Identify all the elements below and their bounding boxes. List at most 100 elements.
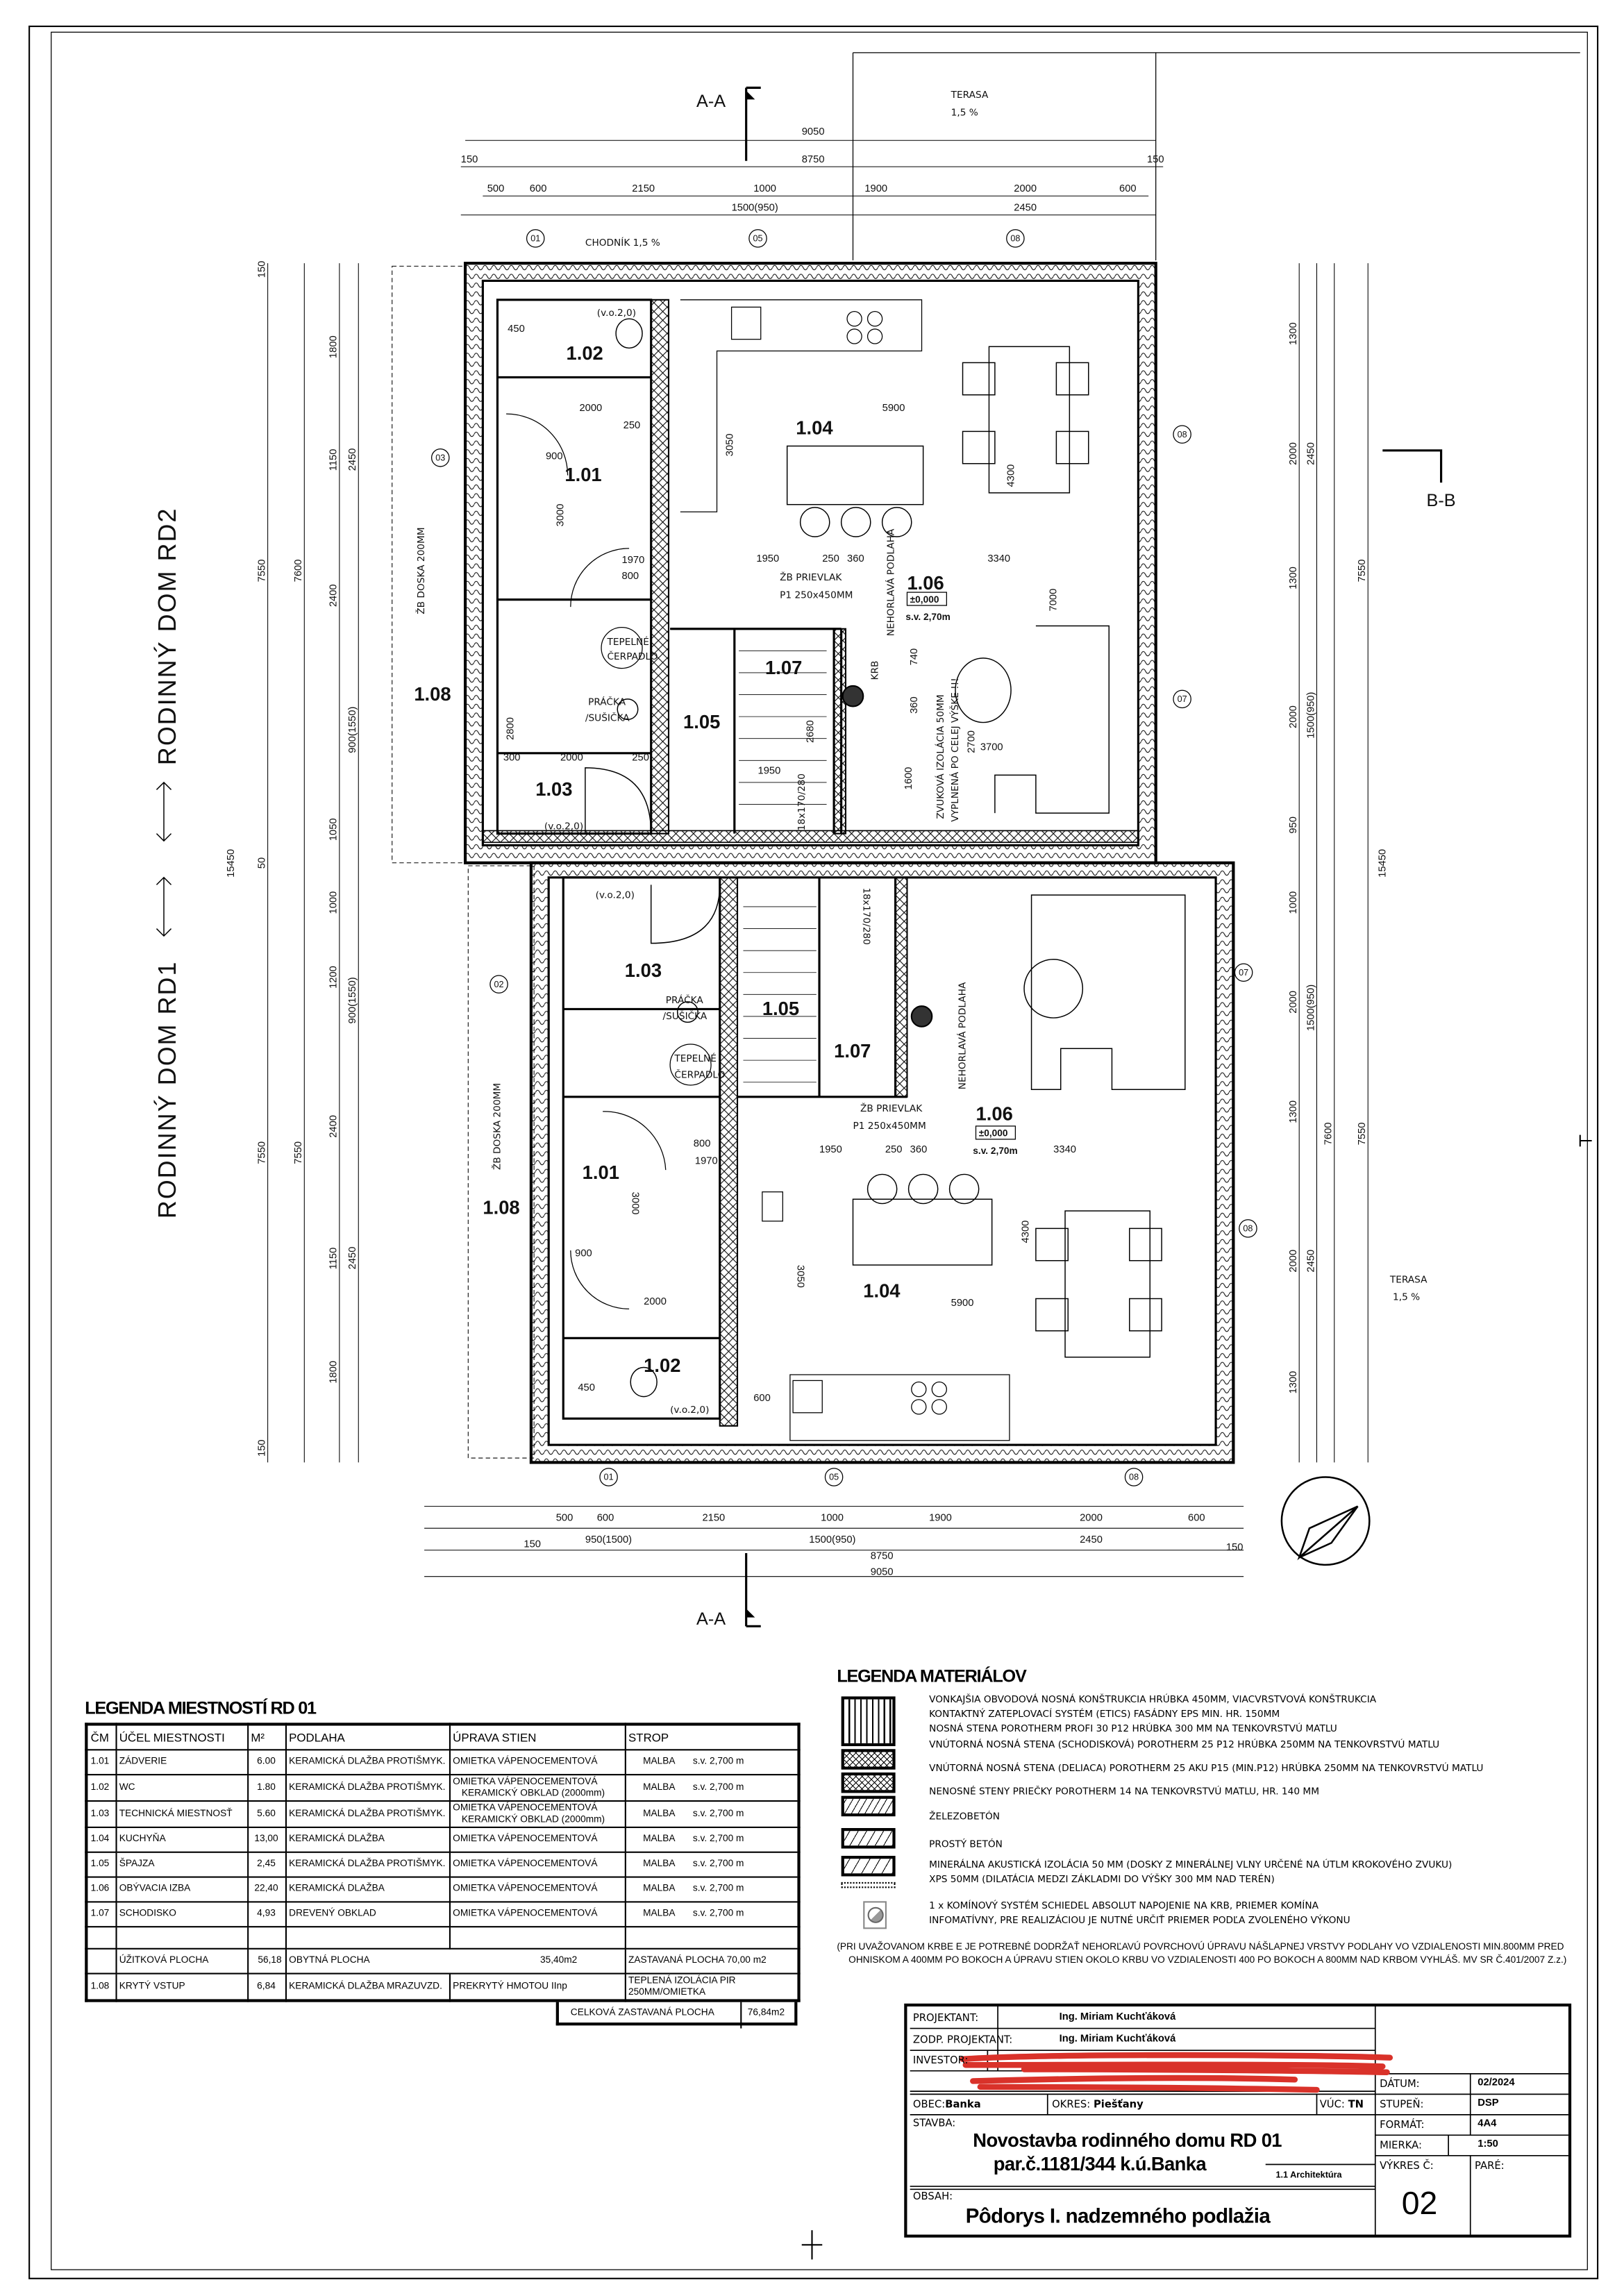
header-cell: STROP [623,1723,800,1751]
terrace-label: TERASA [951,90,989,101]
house-label-rd2: RODINNÝ DOM RD2 [153,507,181,765]
svg-text:NEHORLAVÁ PODLAHA: NEHORLAVÁ PODLAHA [957,982,969,1089]
cell-walls: OMIETKA VÁPENOCEMENTOVÁ [448,1876,626,1903]
svg-text:3340: 3340 [1053,1144,1076,1155]
svg-text:03: 03 [435,453,445,463]
svg-text:1000: 1000 [328,891,340,914]
svg-text:600: 600 [530,183,547,194]
svg-text:±0,000: ±0,000 [910,594,939,605]
svg-text:1000: 1000 [1288,891,1299,914]
svg-text:2000: 2000 [560,752,583,763]
svg-text:±0,000: ±0,000 [979,1128,1008,1139]
house-rd2-walls [392,262,1157,864]
svg-text:ŽB PRIEVLAK: ŽB PRIEVLAK [780,571,842,583]
cell-area: 22,40 [246,1876,286,1903]
svg-text:8750: 8750 [802,154,825,165]
material-text: MINERÁLNA AKUSTICKÁ IZOLÁCIA 50 MM (DOSK… [929,1859,1453,1886]
svg-text:150: 150 [1147,154,1164,165]
svg-text:ŽB DOSKA 200MM: ŽB DOSKA 200MM [415,527,427,614]
svg-text:2450: 2450 [1305,1250,1316,1273]
living-area-value: 35,40m2 [539,1955,578,1966]
house-label-rd1: RODINNÝ DOM RD1 [153,960,181,1218]
svg-text:1950: 1950 [758,765,781,776]
material-text: ŽELEZOBETÓN [929,1810,1001,1822]
table-row: 1.08 KRYTÝ VSTUP 6,84 KERAMICKÁ DLAŽBA M… [85,1972,800,2002]
obsah-label: OBSAH: [912,2190,953,2203]
okres-field: OKRES: Piešťany [1052,2098,1144,2111]
svg-text:900: 900 [575,1248,592,1259]
svg-text:1.03: 1.03 [535,778,572,800]
svg-text:02: 02 [494,980,504,989]
svg-text:2000: 2000 [1080,1513,1103,1524]
house-rd1-room-labels: 1.03 1.05 1.07 1.06 1.01 1.08 1.04 1.02 [483,960,1012,1376]
svg-text:9050: 9050 [802,126,825,137]
svg-text:1.06: 1.06 [976,1103,1013,1125]
svg-text:3050: 3050 [725,433,736,456]
svg-text:450: 450 [508,324,525,335]
svg-text:900: 900 [546,451,563,462]
stavba-title: Novostavba rodinného domu RD 01 [973,2129,1282,2152]
cell-floor: KERAMICKÁ DLAŽBA PROTIŠMYK. [284,1800,450,1828]
svg-text:TEPELNÉ: TEPELNÉ [606,636,648,648]
svg-text:2000: 2000 [579,403,602,414]
svg-text:PRÁČKA: PRÁČKA [588,695,626,707]
svg-text:2450: 2450 [1014,202,1037,213]
section-marker-aa-bottom: A-A [696,1552,761,1629]
svg-text:2000: 2000 [1014,183,1037,194]
svg-text:1000: 1000 [821,1513,844,1524]
useful-area-value: 56,18 [246,1947,286,1975]
section-marker-bb: B-B [1382,449,1456,510]
table-row-spacer [85,1926,800,1950]
svg-text:50: 50 [256,857,267,869]
svg-text:150: 150 [461,154,478,165]
svg-text:2000: 2000 [644,1296,667,1307]
svg-text:(v.o.2,0): (v.o.2,0) [597,308,636,319]
terrace-slope: 1,5 % [1393,1292,1420,1303]
svg-text:(v.o.2,0): (v.o.2,0) [596,889,635,900]
svg-text:7550: 7550 [293,1141,304,1164]
datum-label: DÁTUM: [1380,2078,1420,2090]
svg-text:/SUŠIČKA: /SUŠIČKA [585,711,630,723]
svg-text:250: 250 [623,420,641,431]
svg-text:1.02: 1.02 [644,1355,680,1376]
svg-text:800: 800 [622,571,639,582]
stupen-label: STUPEŇ: [1380,2098,1424,2111]
cell-area: 6,84 [246,1972,286,2002]
svg-text:1500(950): 1500(950) [732,202,778,213]
svg-text:1.07: 1.07 [834,1040,871,1062]
material-swatch-partition [841,1795,896,1817]
svg-text:1.03: 1.03 [625,960,662,981]
svg-text:ŽB PRIEVLAK: ŽB PRIEVLAK [860,1102,923,1114]
svg-text:2000: 2000 [1288,705,1299,728]
zodp-projektant-label: ZODP. PROJEKTANT: [912,2034,1013,2046]
svg-text:1.07: 1.07 [765,657,802,678]
svg-text:B-B: B-B [1427,491,1456,510]
svg-text:07: 07 [1178,694,1187,704]
svg-text:2150: 2150 [702,1513,725,1524]
cell-name: WC [115,1774,249,1802]
mierka-value: 1:50 [1477,2139,1498,2150]
useful-area-label: ÚŽITKOVÁ PLOCHA [115,1947,249,1975]
svg-text:7600: 7600 [1323,1123,1334,1146]
total-label: CELKOVÁ ZASTAVANÁ PLOCHA [570,2008,714,2018]
svg-text:3000: 3000 [555,504,566,527]
svg-text:1.05: 1.05 [683,711,720,732]
house-rd2-inner-dims: 5900 3050 4300 1950 250 360 3340 7000 20… [503,324,1060,789]
mierka-label: MIERKA: [1380,2139,1422,2152]
svg-text:2000: 2000 [1288,991,1299,1014]
svg-text:(v.o.2,0): (v.o.2,0) [670,1405,709,1416]
material-swatch-reinforced-concrete [841,1828,896,1849]
svg-text:150: 150 [256,261,267,278]
svg-text:1.04: 1.04 [863,1280,901,1301]
svg-text:ČERPADLO: ČERPADLO [607,650,658,662]
svg-text:08: 08 [1243,1224,1253,1234]
material-text: PROSTÝ BETÓN [929,1838,1003,1850]
svg-text:1970: 1970 [622,555,645,566]
svg-text:08: 08 [1010,234,1020,244]
